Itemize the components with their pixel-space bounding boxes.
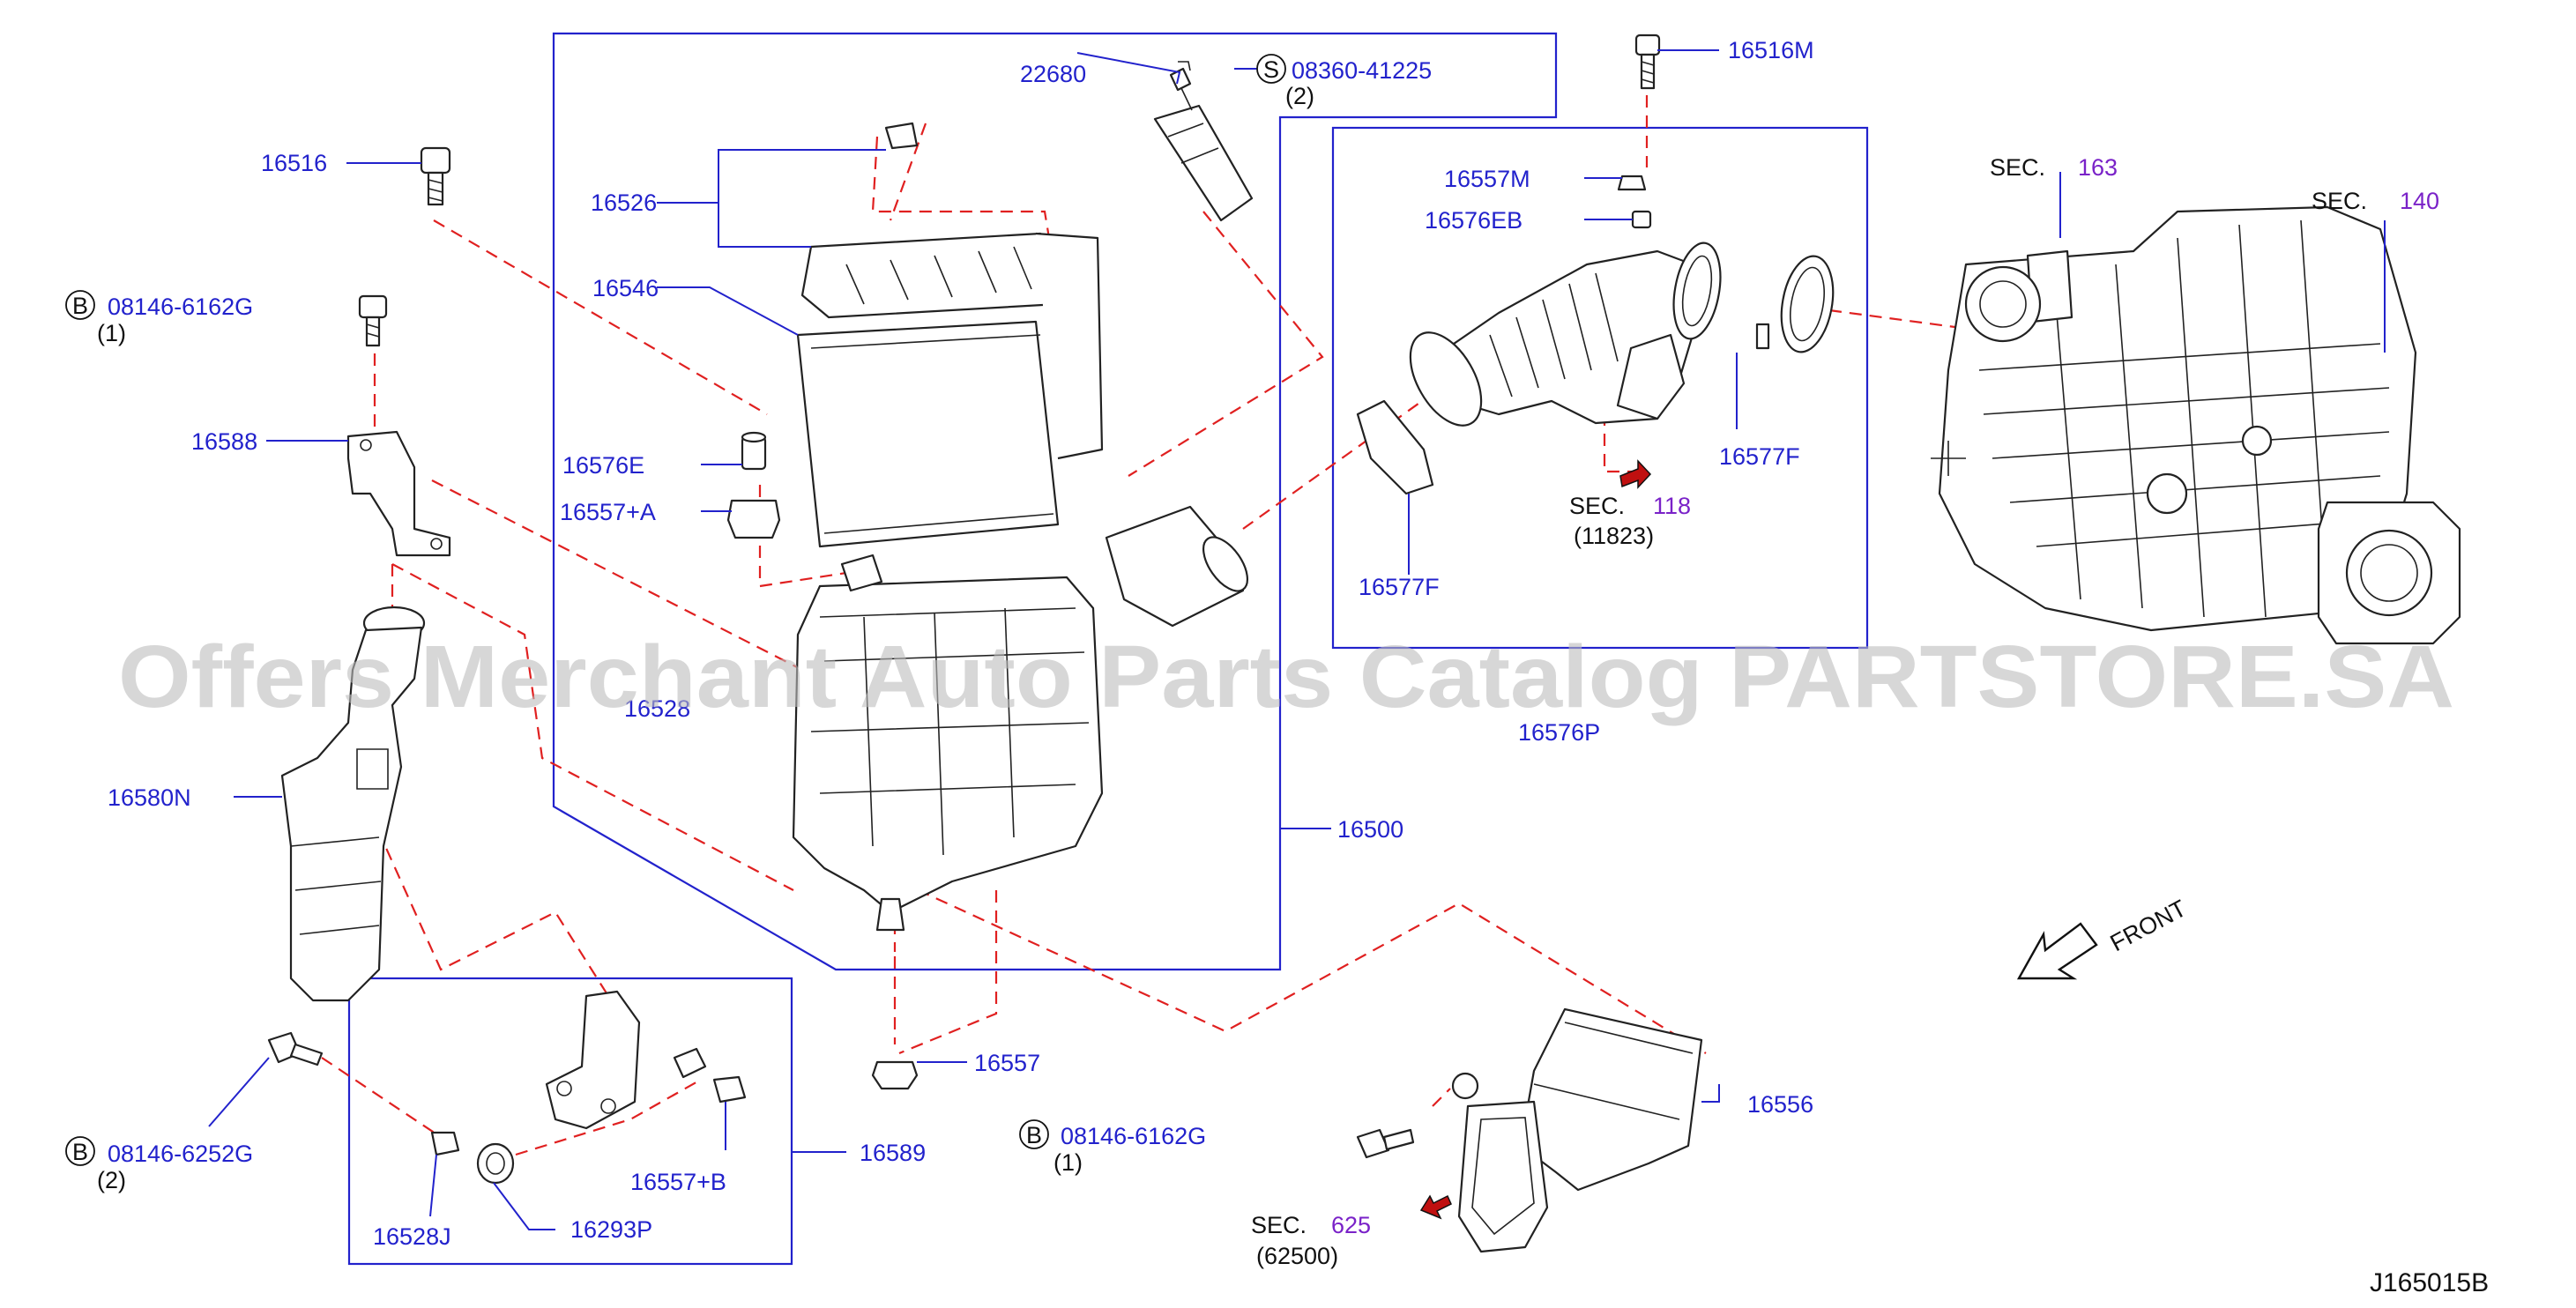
- section-ref-625[interactable]: SEC. 625 (62500): [1251, 1212, 1371, 1269]
- assembly-box-16500: [552, 32, 1558, 971]
- diagram-code: J165015B: [2370, 1268, 2489, 1297]
- svg-text:S: S: [1263, 56, 1279, 83]
- part-label-16516[interactable]: 16516: [261, 150, 327, 176]
- svg-text:140: 140: [2400, 188, 2439, 214]
- part-label-22680[interactable]: 22680: [1020, 61, 1086, 87]
- section-ref-140[interactable]: SEC. 140: [2312, 188, 2439, 214]
- bolt-badge-08146-lower: B: [65, 1136, 95, 1166]
- svg-text:(62500): (62500): [1256, 1243, 1338, 1269]
- part-label-16556[interactable]: 16556: [1747, 1091, 1813, 1118]
- part-label-16576EB[interactable]: 16576EB: [1425, 207, 1523, 234]
- part-label-16528[interactable]: 16528: [624, 695, 690, 722]
- front-arrow-icon: [2016, 922, 2098, 980]
- bolt-16516M-drawing: [1634, 33, 1661, 90]
- part-label-16557[interactable]: 16557: [974, 1050, 1040, 1076]
- bolt-badge-08146-top: B: [65, 290, 95, 320]
- part-label-16576E[interactable]: 16576E: [562, 452, 644, 479]
- part-label-08146-6162G-bottom[interactable]: 08146-6162G: [1061, 1123, 1206, 1149]
- part-label-08146-6162G-top[interactable]: 08146-6162G: [108, 294, 253, 320]
- svg-text:SEC.: SEC.: [2312, 188, 2367, 214]
- assembly-box-16576P: [1331, 126, 1869, 650]
- bolt-16516-drawing: [420, 146, 451, 206]
- svg-text:B: B: [72, 1139, 88, 1165]
- resonator-16556-drawing: [1451, 1007, 1703, 1253]
- svg-text:625: 625: [1331, 1212, 1371, 1238]
- air-cleaner-case-drawing: [792, 505, 1249, 932]
- svg-text:163: 163: [2078, 154, 2118, 181]
- bolt-08146-top-drawing: [358, 294, 388, 347]
- part-label-16557-A[interactable]: 16557+A: [560, 499, 656, 525]
- intake-manifold-drawing: [1931, 205, 2461, 645]
- bracket-16589-drawing: [430, 990, 747, 1185]
- assembly-box-16589: [347, 977, 793, 1266]
- section-ref-163[interactable]: SEC. 163: [1990, 154, 2118, 181]
- bolt-08146-lower-drawing: [267, 1031, 324, 1066]
- part-label-16546[interactable]: 16546: [592, 275, 659, 301]
- part-label-16577F-right[interactable]: 16577F: [1719, 443, 1800, 470]
- intake-hose-drawing: [1356, 175, 1835, 495]
- grommets-left-drawing: [726, 431, 781, 539]
- part-label-16576P[interactable]: 16576P: [1518, 719, 1600, 746]
- bolt-badge-08146-bottom: B: [1019, 1119, 1049, 1149]
- part-label-16516M[interactable]: 16516M: [1728, 37, 1814, 63]
- section-ref-118[interactable]: SEC. 118 (11823): [1569, 493, 1691, 549]
- watermark-text: Offers Merchant Auto Parts Catalog PARTS…: [118, 628, 2454, 726]
- front-label: FRONT: [2106, 895, 2191, 956]
- part-qty-08146-lower: (2): [97, 1167, 126, 1193]
- reference-lines: [321, 75, 1962, 1156]
- svg-text:(11823): (11823): [1574, 523, 1654, 549]
- svg-text:B: B: [1026, 1122, 1042, 1148]
- part-label-16293P[interactable]: 16293P: [570, 1216, 652, 1243]
- duct-16580N-drawing: [280, 606, 426, 1002]
- part-qty-08146-top: (1): [97, 320, 126, 346]
- grommet-16557-drawing: [871, 1060, 919, 1090]
- part-label-16500[interactable]: 16500: [1337, 816, 1403, 843]
- part-label-16589[interactable]: 16589: [860, 1140, 926, 1166]
- sec118-arrow-icon: [1619, 459, 1652, 489]
- sec625-arrow-icon: [1419, 1194, 1452, 1220]
- part-label-16557-B[interactable]: 16557+B: [630, 1169, 726, 1195]
- part-label-16580N[interactable]: 16580N: [108, 784, 191, 811]
- svg-text:B: B: [72, 293, 88, 319]
- bracket-16588-drawing: [346, 430, 451, 557]
- bolt-08146-bottom-drawing: [1356, 1128, 1415, 1159]
- part-qty-08360: (2): [1285, 83, 1314, 109]
- part-label-16588[interactable]: 16588: [191, 428, 257, 455]
- maf-sensor-drawing: [1153, 61, 1254, 222]
- part-label-16528J[interactable]: 16528J: [373, 1223, 451, 1250]
- svg-text:SEC.: SEC.: [1251, 1212, 1307, 1238]
- svg-text:SEC.: SEC.: [1569, 493, 1625, 519]
- air-cleaner-upper-drawing: [796, 122, 1104, 548]
- screw-badge-08360: S: [1256, 54, 1286, 84]
- part-label-16526[interactable]: 16526: [591, 190, 657, 216]
- leader-lines: [208, 49, 2386, 1230]
- part-qty-08146-bottom: (1): [1053, 1149, 1083, 1176]
- part-label-16557M[interactable]: 16557M: [1444, 166, 1530, 192]
- svg-text:118: 118: [1653, 493, 1691, 519]
- part-label-08146-6252G[interactable]: 08146-6252G: [108, 1141, 253, 1167]
- part-label-08360-41225[interactable]: 08360-41225: [1292, 57, 1432, 84]
- svg-text:SEC.: SEC.: [1990, 154, 2045, 181]
- part-label-16577F-left[interactable]: 16577F: [1359, 574, 1440, 600]
